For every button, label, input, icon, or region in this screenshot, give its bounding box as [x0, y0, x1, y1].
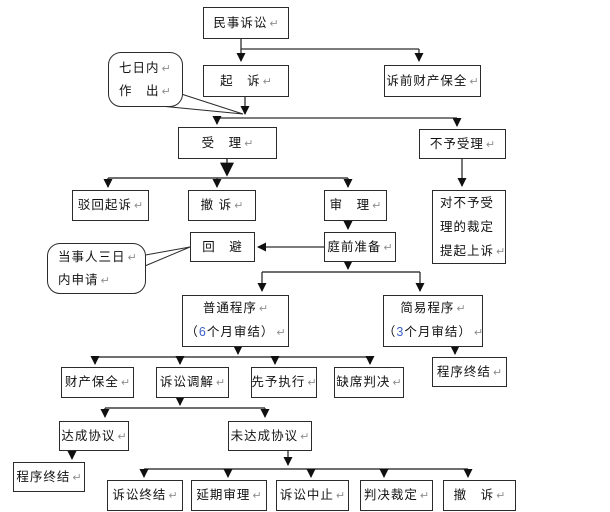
return-mark: ↵	[133, 200, 144, 212]
node-recusal: 回 避	[190, 232, 255, 262]
return-mark: ↵	[72, 471, 82, 484]
return-mark: ↵	[276, 327, 286, 339]
return-mark: ↵	[473, 327, 484, 339]
label: 诉讼中止	[279, 488, 334, 502]
node-default-judgment: 缺席判决↵	[334, 367, 404, 398]
return-mark: ↵	[300, 430, 310, 443]
return-mark: ↵	[168, 490, 178, 502]
return-mark: ↵	[485, 138, 496, 151]
node-ordinary-procedure: 普通程序↵ （6个月审结）↵	[182, 295, 289, 347]
label: 内申请	[58, 272, 99, 287]
duration-number: 6	[198, 325, 207, 339]
label: 个月审结）	[404, 325, 472, 339]
node-withdraw-lawsuit-2: 撤 诉↵	[443, 480, 516, 511]
node-procedure-end-right: 程序终结↵	[432, 357, 507, 387]
duration-number: 3	[396, 325, 405, 339]
label: 作 出	[119, 83, 160, 98]
label: 判决裁定	[363, 488, 418, 502]
label: 当事人三日	[58, 249, 126, 264]
label: 庭前准备	[327, 239, 382, 254]
label: 驳回起诉	[77, 198, 132, 212]
node-filing-lawsuit: 起 诉↵	[203, 65, 289, 97]
node-litigation-mediation: 诉讼调解↵	[156, 367, 229, 398]
callout-three-days: 当事人三日↵ 内申请↵	[47, 243, 146, 294]
node-dismiss-lawsuit: 驳回起诉↵	[72, 190, 149, 221]
node-judgment-ruling: 判决裁定↵	[360, 480, 433, 511]
label: 个月审结）	[206, 325, 275, 339]
label: 程序终结	[16, 469, 71, 484]
label: 缺席判决	[336, 375, 391, 389]
label: 七日内	[119, 60, 160, 75]
return-mark: ↵	[496, 245, 506, 258]
return-mark: ↵	[307, 377, 317, 389]
return-mark: ↵	[335, 490, 346, 502]
label: 财产保全	[64, 375, 119, 389]
label: 理的裁定	[440, 219, 495, 234]
label: （	[382, 325, 397, 339]
node-property-preservation: 财产保全↵	[61, 367, 134, 398]
return-mark: ↵	[252, 490, 262, 502]
node-civil-litigation: 民事诉讼↵	[203, 7, 289, 39]
return-mark: ↵	[161, 62, 171, 75]
label: 延期审理	[196, 488, 251, 502]
label: （	[185, 325, 199, 339]
callout-seven-days: 七日内↵ 作 出↵	[108, 52, 183, 107]
label: 民事诉讼	[213, 15, 268, 30]
node-advance-execution: 先予执行↵	[251, 367, 317, 398]
return-mark: ↵	[383, 241, 393, 254]
node-postponed-trial: 延期审理↵	[191, 480, 267, 511]
node-pretrial-property-preservation: 诉前财产保全↵	[384, 65, 481, 97]
node-withdraw-lawsuit: 撤 诉↵	[188, 190, 256, 221]
node-appeal-against-nonacceptance-ruling: 对不予受 理的裁定 提起上诉↵	[432, 190, 506, 264]
label: 受 理	[201, 135, 243, 150]
return-mark: ↵	[161, 85, 171, 98]
label: 不予受理	[429, 136, 484, 151]
label: 审 理	[329, 198, 371, 212]
return-mark: ↵	[419, 490, 430, 502]
label: 诉前财产保全	[386, 73, 468, 88]
label: 提起上诉	[440, 243, 495, 258]
label: 撤 诉	[453, 488, 495, 502]
return-mark: ↵	[262, 75, 272, 88]
return-mark: ↵	[469, 75, 479, 88]
return-mark: ↵	[269, 17, 279, 30]
label: 先予执行	[251, 375, 306, 389]
node-no-agreement: 未达成协议↵	[228, 421, 312, 451]
return-mark: ↵	[120, 377, 131, 389]
return-mark: ↵	[392, 377, 402, 389]
node-trial: 审 理↵	[324, 190, 387, 221]
label: 诉讼终结	[112, 488, 167, 502]
label: 简易程序	[400, 301, 455, 315]
return-mark: ↵	[244, 137, 254, 150]
node-litigation-suspension: 诉讼中止↵	[276, 480, 349, 511]
return-mark: ↵	[215, 377, 226, 389]
node-agreement-reached: 达成协议↵	[59, 421, 129, 451]
return-mark: ↵	[234, 200, 244, 212]
return-mark: ↵	[127, 251, 137, 264]
label: 未达成协议	[230, 428, 299, 443]
label: 普通程序	[202, 301, 257, 315]
node-litigation-termination: 诉讼终结↵	[107, 480, 183, 511]
return-mark: ↵	[100, 274, 110, 287]
label: 回 避	[202, 240, 243, 254]
return-mark: ↵	[258, 303, 269, 315]
return-mark: ↵	[372, 200, 382, 212]
return-mark: ↵	[492, 366, 503, 379]
node-acceptance: 受 理↵	[178, 127, 277, 159]
label: 撤 诉	[200, 198, 233, 212]
return-mark: ↵	[456, 303, 466, 315]
node-pretrial-preparation: 庭前准备↵	[324, 232, 396, 262]
label: 对不予受	[440, 195, 495, 210]
label: 诉讼调解	[159, 375, 214, 389]
return-mark: ↵	[117, 430, 127, 443]
label: 程序终结	[436, 364, 491, 379]
node-non-acceptance: 不予受理↵	[419, 129, 506, 159]
return-mark: ↵	[496, 490, 506, 502]
node-procedure-end-left: 程序终结↵	[13, 462, 85, 492]
label: 达成协议	[61, 428, 116, 443]
label: 起 诉	[220, 73, 261, 88]
node-summary-procedure: 简易程序↵ （3个月审结）↵	[383, 295, 483, 347]
